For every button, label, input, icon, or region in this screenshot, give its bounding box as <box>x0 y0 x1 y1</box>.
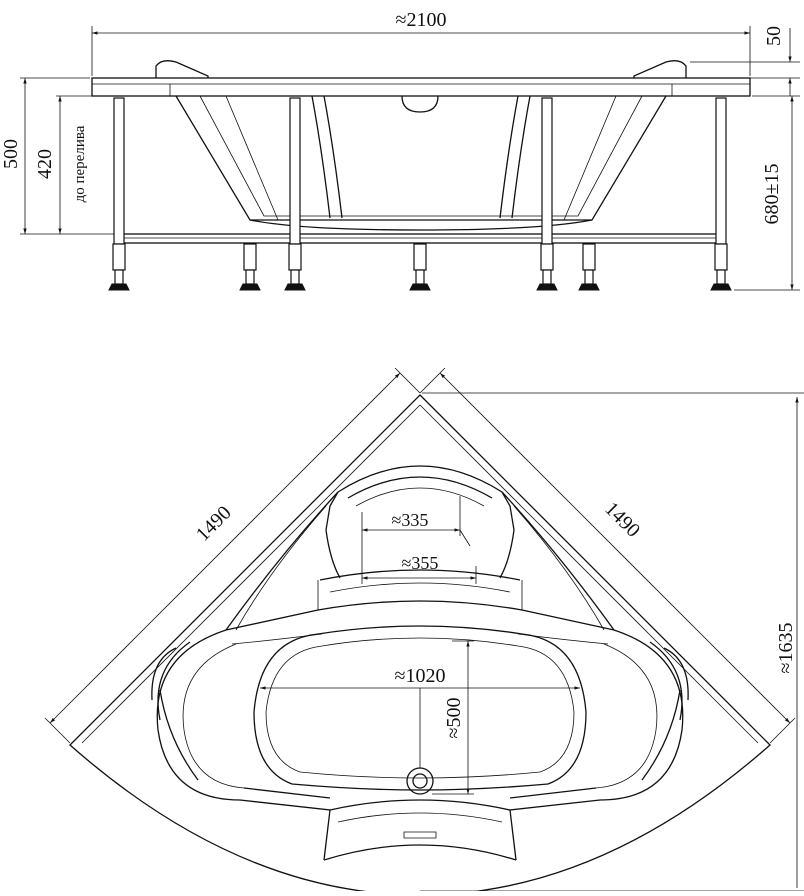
side-view: ≈2100 50 680±15 500 420 до перелива <box>0 9 800 291</box>
dim-bowl-width-label: ≈1020 <box>395 665 446 687</box>
front-step <box>329 799 511 811</box>
dim-line-side-right <box>439 372 791 724</box>
top-view: 1490 1490 ≈1635 ≈335 ≈355 ≈1020 ≈500 <box>44 367 804 896</box>
dim-diagonal-label: ≈1635 <box>775 623 797 674</box>
headrest-right <box>633 60 687 78</box>
dim-rim-label: 50 <box>763 26 785 46</box>
dim-seat-outer-label: ≈355 <box>402 553 439 573</box>
dim-bowl-depth-label: ≈500 <box>443 698 465 739</box>
overflow-note: до перелива <box>72 125 88 202</box>
tub-outer-contour <box>69 394 771 896</box>
overflow-fitting <box>401 95 439 113</box>
dim-leg-height-label: 680±15 <box>761 164 783 225</box>
dim-line-side-left <box>49 372 401 724</box>
dim-side-right-label: 1490 <box>600 498 644 542</box>
headrest-left <box>155 60 209 78</box>
dim-seat-inner-label: ≈335 <box>392 510 429 530</box>
tub-body-outline <box>175 95 667 221</box>
dim-side-left-label: 1490 <box>192 502 236 546</box>
dim-total-height-label: 500 <box>0 139 22 169</box>
dim-width-label: ≈2100 <box>396 9 447 31</box>
drain-inner <box>412 773 428 789</box>
adjustable-feet <box>108 243 732 291</box>
dim-overflow-height-label: 420 <box>34 149 56 179</box>
tub-rim <box>91 77 751 97</box>
support-frame <box>115 233 725 244</box>
